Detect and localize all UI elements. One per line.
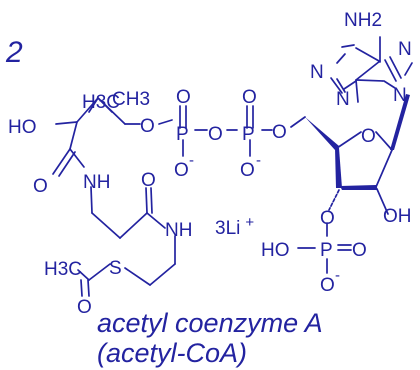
bond [384,59,397,82]
bond [146,212,166,229]
bond [119,212,148,239]
n-bottom-label: N [336,89,350,110]
bond [290,116,306,128]
bond [383,80,396,89]
bond [69,121,78,150]
wedge-bond [390,94,410,150]
nh2-label: NH2 [344,10,382,31]
bond [375,149,393,188]
bond [355,79,359,103]
bond [404,62,413,76]
bond [375,131,393,151]
p3-minus: - [335,267,340,284]
p2-label: P [242,124,255,145]
p1-label: P [176,124,189,145]
bond [158,119,173,125]
compound-number: 2 [5,36,23,69]
bond [145,187,148,214]
bond [355,60,381,81]
p3-o-double-label: O [352,240,367,261]
hash-bond [328,189,340,211]
bond [90,186,93,214]
p2-o-top-label: O [242,87,257,108]
bond [341,44,355,48]
wedge-bond [335,148,342,188]
bond-lines [52,36,413,297]
bond [55,121,78,125]
bond [336,78,346,93]
counterion-label: 3Li+ [215,214,254,239]
bond [87,279,90,297]
p1-o-top-label: O [176,87,191,108]
bond [356,79,384,82]
p1-minus: - [189,152,194,169]
ho-phos-label: HO [261,240,290,261]
bond [389,56,402,79]
bond [150,187,153,214]
o-3prime-label: O [320,208,335,229]
bond [336,131,362,149]
bond [58,151,76,177]
bond [52,148,71,175]
p2-minus: - [256,152,261,169]
o-5prime-label: O [272,122,287,143]
bond [77,269,90,281]
compound-name-line1: acetyl coenzyme A [97,308,323,338]
n-top-label: N [398,39,412,60]
o-amide2-label: O [141,170,156,191]
bond [149,263,176,286]
oh-label: OH [383,206,412,227]
bond [124,267,151,286]
n9-label: N [393,85,407,106]
o-ether-label: O [140,116,155,137]
bond [91,212,121,239]
atom-labels: 2 NH2 N N N N H3C CH3 HO O O P O - O O P… [5,10,412,368]
h3c-acetyl-label: H3C [44,259,82,280]
bond [97,97,126,125]
bond [88,263,111,281]
p2-o-bottom-label: O [240,160,255,181]
bond [343,80,357,90]
bond [330,77,343,94]
bond [355,47,380,62]
bond [69,148,85,168]
o-acetyl-label: O [77,297,92,318]
p3-label: P [320,240,333,261]
compound-name-line2: (acetyl-CoA) [97,338,247,368]
bond [376,188,389,215]
wedge-bond [340,185,378,190]
p3-o-bottom-label: O [320,275,335,296]
bond [76,97,99,123]
s-label: S [109,258,122,279]
n-left-label: N [310,62,324,83]
wedge-bond [305,117,339,150]
o-amide1-label: O [33,176,48,197]
h3c-gem-label: H3C [82,92,120,113]
p1-o-bottom-label: O [174,160,189,181]
bond [80,279,83,297]
o-bridge-label: O [208,124,223,145]
nh-2-label: NH [165,220,192,241]
nh-1-label: NH [83,172,110,193]
o-ring-label: O [361,126,376,147]
ch3-gem-label: CH3 [112,89,150,110]
bond [336,53,346,64]
ho-label: HO [8,117,37,138]
